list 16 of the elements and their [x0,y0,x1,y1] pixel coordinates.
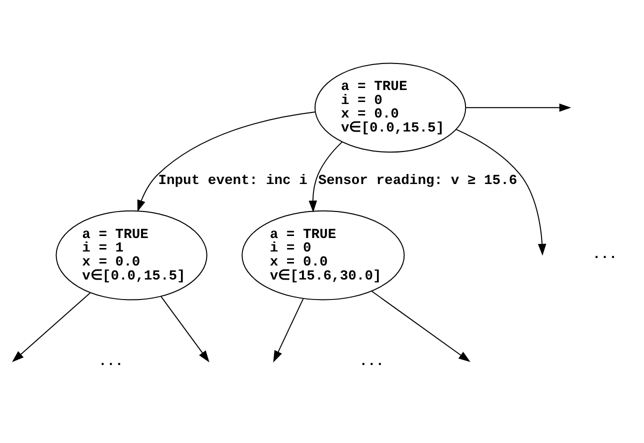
node-ellipse: a = TRUE i = 1 x = 0.0 v∈[0.0,15.5] [56,210,208,300]
label: ... [359,354,384,370]
node-ellipse: a = TRUE i = 0 x = 0.0 v∈[15.6,30.0] [242,210,405,300]
arrow [465,104,572,112]
arrow [12,292,91,362]
node-ellipse: a = TRUE i = 0 x = 0.0 v∈[0.0,15.5] [314,62,466,153]
edge-label: Sensor reading: v ≥ 15.6 [318,173,518,190]
arrow [371,290,470,362]
edge-label: Input event: inc i [158,173,308,190]
arrow [308,142,342,212]
arrow [273,298,304,363]
arrow [137,112,316,212]
label: ... [98,354,124,370]
arrow [456,129,546,256]
arrow [160,296,210,362]
label: ... [592,247,618,264]
